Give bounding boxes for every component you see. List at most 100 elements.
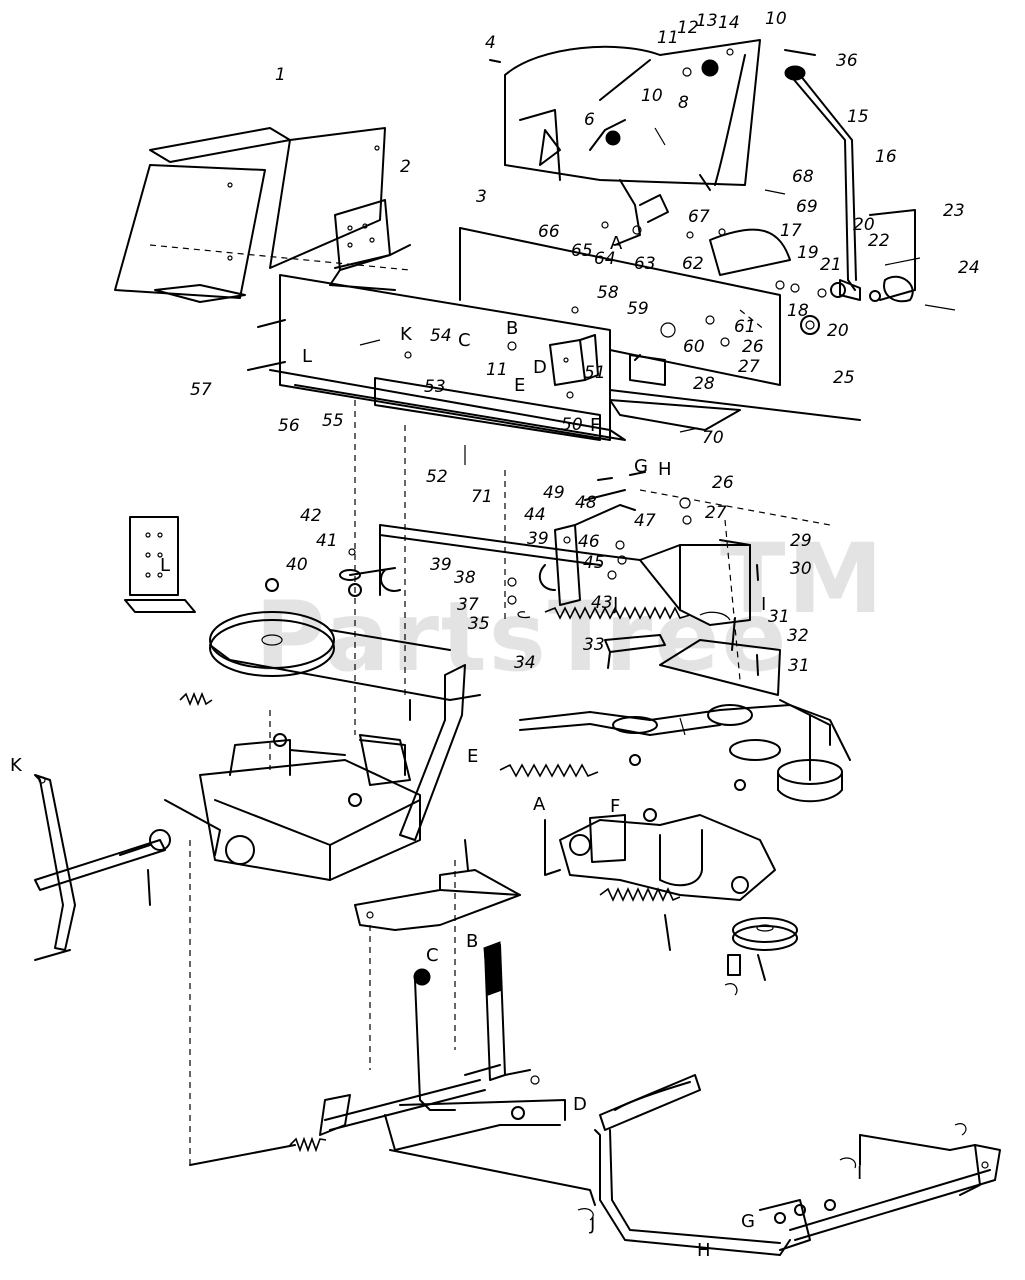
- callout-12: 12: [677, 18, 699, 38]
- callout-39b: 39: [527, 529, 549, 549]
- callout-14: 14: [718, 13, 740, 33]
- callout-17: 17: [780, 221, 802, 241]
- callout-11a: 11: [657, 28, 679, 48]
- pivot-bracket-part-29: [639, 539, 751, 626]
- callout-36: 36: [836, 51, 858, 71]
- clutch-bracket-part-F: [544, 814, 776, 901]
- lever-arm-part-44: [538, 489, 636, 606]
- callout-35: 35: [468, 614, 490, 634]
- small-hardware: [147, 49, 816, 906]
- callout-55: 55: [322, 411, 344, 431]
- callout-2: 2: [400, 157, 411, 177]
- callout-18: 18: [787, 301, 809, 321]
- mount-bracket-part-2: [329, 199, 411, 291]
- callout-62: 62: [682, 254, 704, 274]
- spring-part-34: [517, 606, 691, 620]
- callout-3: 3: [476, 187, 487, 207]
- callout-65: 65: [571, 241, 593, 261]
- letter-G-bottom: G: [741, 1211, 755, 1232]
- axle-shaft: [34, 839, 166, 891]
- callout-16: 16: [875, 147, 897, 167]
- callout-11b: 11: [486, 360, 508, 380]
- letter-I-bottom: I: [857, 1163, 862, 1184]
- callout-20a: 20: [853, 215, 875, 235]
- drive-pulley-and-belt: [209, 578, 481, 701]
- shift-rod-part-38: [339, 524, 641, 596]
- callout-31b: 31: [788, 656, 810, 676]
- frame-rail-part-56: [269, 274, 626, 441]
- callout-66: 66: [538, 222, 560, 242]
- transmission-housing: [149, 733, 421, 881]
- callout-45: 45: [583, 553, 605, 573]
- watermark-text: PartsTree: [255, 581, 788, 693]
- callout-1: 1: [275, 65, 286, 85]
- callout-41: 41: [316, 531, 338, 551]
- callout-30: 30: [790, 559, 812, 579]
- callout-10a: 10: [765, 9, 787, 29]
- callout-37: 37: [457, 595, 479, 615]
- callout-numbers: 1 2 3 4 6 8 10 10 11 11 12 13 14 15 16 1…: [190, 9, 980, 676]
- letter-H-top: H: [658, 459, 672, 480]
- callout-50: 50: [561, 415, 583, 435]
- letter-K-top: K: [400, 324, 413, 345]
- callout-54: 54: [430, 326, 452, 346]
- callout-42: 42: [300, 506, 322, 526]
- callout-69: 69: [796, 197, 818, 217]
- letter-F-bottom: F: [610, 796, 620, 817]
- callout-63: 63: [634, 254, 656, 274]
- callout-21: 21: [820, 255, 842, 275]
- callout-6: 6: [584, 110, 595, 130]
- callout-71: 71: [471, 487, 493, 507]
- callout-58: 58: [597, 283, 619, 303]
- letter-H-bottom: H: [697, 1240, 711, 1261]
- left-bracket-part-L: [124, 516, 196, 613]
- callout-20b: 20: [827, 321, 849, 341]
- lower-pedal-shaft: [189, 1075, 596, 1206]
- callout-28: 28: [693, 374, 715, 394]
- callout-31a: 31: [768, 607, 790, 627]
- shift-linkage-assembly: [709, 209, 956, 335]
- callout-33: 33: [583, 635, 605, 655]
- callout-29: 29: [790, 531, 812, 551]
- letter-F-top: F: [590, 415, 600, 436]
- letter-B-top: B: [506, 318, 518, 339]
- callout-43: 43: [591, 593, 613, 613]
- letter-L-top: L: [302, 346, 312, 367]
- letter-A-bottom: A: [533, 794, 546, 815]
- brake-arm-part-K: [34, 774, 76, 961]
- callout-53: 53: [424, 377, 446, 397]
- callout-68: 68: [792, 167, 814, 187]
- callout-47: 47: [634, 511, 656, 531]
- center-hardware-cluster: [571, 127, 786, 347]
- callout-27b: 27: [705, 503, 727, 523]
- callout-40: 40: [286, 555, 308, 575]
- callout-61: 61: [734, 317, 756, 337]
- callout-15: 15: [847, 107, 869, 127]
- callout-19: 19: [797, 243, 819, 263]
- letter-E-top: E: [514, 375, 525, 396]
- callout-56: 56: [278, 416, 300, 436]
- callout-26b: 26: [712, 473, 734, 493]
- callout-60: 60: [683, 337, 705, 357]
- reference-letters: A A B B C C D D E E F F G G H H I I J J …: [10, 233, 862, 1261]
- letter-K-bottom: K: [10, 755, 23, 776]
- callout-13: 13: [696, 11, 718, 31]
- pedal-bracket-part-C: [354, 839, 521, 931]
- lower-spring-part-E: [499, 763, 681, 902]
- letter-B-bottom: B: [466, 931, 478, 952]
- clip-part-J: [577, 1208, 594, 1221]
- letter-J-top: J: [612, 594, 618, 615]
- callout-27a: 27: [738, 357, 760, 377]
- letter-I-top: I: [761, 594, 766, 615]
- letter-J-bottom: J: [589, 1214, 595, 1235]
- callout-32: 32: [787, 626, 809, 646]
- callout-44: 44: [524, 505, 546, 525]
- dash-console-assembly: [504, 39, 761, 186]
- pedal-rod-part-H: [594, 1074, 1001, 1256]
- letter-G-top: G: [634, 456, 648, 477]
- frame-rail-part-3: [459, 227, 861, 431]
- letter-D-bottom: D: [573, 1094, 587, 1115]
- pedal-lever-part-B: [413, 941, 531, 1111]
